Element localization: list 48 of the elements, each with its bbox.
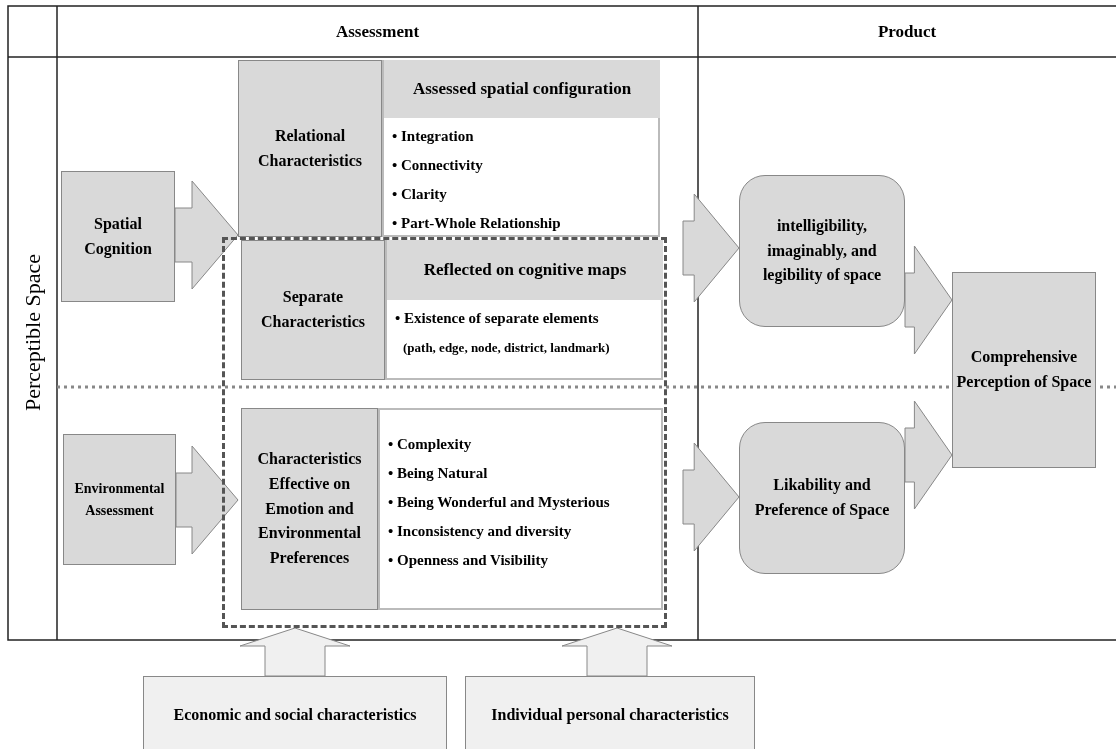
box-text: Likability and Preference of Space: [753, 475, 891, 521]
characteristics-panel: [378, 408, 663, 610]
factor-box: [143, 676, 447, 749]
box-text: intelligibility, imaginably, and legibility of space: [761, 215, 883, 286]
box-text: Separate Characteristics: [260, 287, 366, 332]
concept-box: [241, 408, 378, 610]
factor-box: [465, 676, 755, 749]
box-text: Spatial Cognition: [83, 213, 153, 260]
rounded-box: [739, 422, 905, 574]
bullet-item: • Existence of separate elements: [395, 309, 600, 328]
block-arrow: [682, 193, 740, 303]
bullet-item: • Integration: [392, 127, 475, 146]
block-arrow: [682, 442, 740, 552]
rounded-box: [739, 175, 905, 327]
characteristics-panel: [385, 240, 663, 380]
box-text: Individual personal characteristics: [491, 705, 729, 726]
concept-box: [238, 60, 382, 237]
box-text: Environmental Assessment: [73, 479, 166, 520]
bullet-item: • Clarity: [392, 185, 448, 204]
concept-box: [952, 272, 1096, 468]
bullet-item: • Connectivity: [392, 156, 484, 175]
block-arrow: [175, 445, 239, 555]
panel-heading: Assessed spatial configuration: [384, 60, 660, 118]
panel-heading: Reflected on cognitive maps: [387, 240, 663, 300]
bullet-item: • Inconsistency and diversity: [388, 522, 573, 541]
bullet-item: • Being Natural: [388, 464, 489, 483]
note-text: (path, edge, node, district, landmark): [402, 339, 611, 357]
concept-box: [241, 240, 385, 380]
block-arrow: [904, 245, 953, 355]
bullet-item: • Complexity: [388, 435, 473, 454]
bullet-item: • Being Wonderful and Mysterious: [388, 493, 611, 512]
concept-box: [63, 434, 176, 565]
block-arrow: [239, 627, 351, 677]
box-text: Characteristics Effective on Emotion and Environmental Preferences: [256, 449, 363, 569]
bullet-item: • Part-Whole Relationship: [392, 214, 562, 233]
column-heading: Product: [876, 21, 938, 43]
row-heading: Perceptible Space: [20, 253, 46, 411]
bullet-item: • Openness and Visibility: [388, 551, 549, 570]
box-text: Relational Characteristics: [257, 125, 363, 171]
column-heading: Assessment: [334, 21, 421, 43]
characteristics-panel: [382, 60, 660, 237]
block-arrow: [174, 180, 239, 290]
block-arrow: [904, 400, 953, 510]
block-arrow: [561, 627, 673, 677]
dashed-frame: [222, 237, 667, 628]
box-text: Comprehensive Perception of Space: [955, 347, 1093, 393]
box-text: Economic and social characteristics: [173, 705, 417, 725]
concept-box: [61, 171, 175, 302]
